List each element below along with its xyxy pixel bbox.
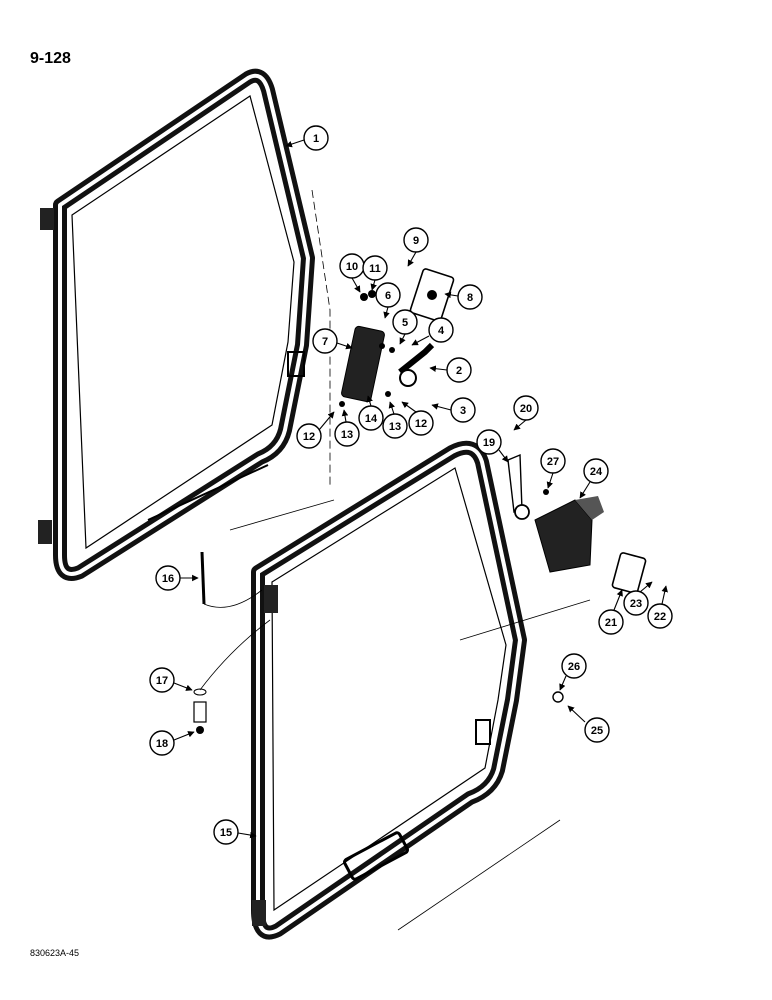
latch-assembly: [229, 189, 455, 531]
callout-20: 20: [513, 395, 539, 431]
callout-11: 11: [362, 255, 388, 291]
callout-16: 16: [155, 565, 199, 591]
callout-3: 3: [431, 397, 476, 423]
svg-text:21: 21: [605, 617, 617, 629]
callout-23: 23: [623, 581, 653, 616]
lower-door-frame: [251, 440, 527, 940]
svg-text:26: 26: [568, 661, 580, 673]
hinge-pin-assembly: [193, 551, 271, 734]
callout-1: 1: [285, 125, 329, 151]
svg-text:24: 24: [590, 466, 603, 478]
callout-15: 15: [213, 819, 257, 845]
callout-13-right: 13: [382, 401, 408, 439]
callout-27: 27: [540, 448, 566, 489]
callout-25: 25: [567, 705, 610, 743]
svg-text:27: 27: [547, 456, 559, 468]
svg-text:18: 18: [156, 738, 168, 750]
callout-5: 5: [392, 309, 418, 345]
svg-text:12: 12: [415, 418, 427, 430]
svg-text:5: 5: [402, 317, 408, 329]
svg-text:19: 19: [483, 437, 495, 449]
callout-26: 26: [559, 653, 587, 691]
svg-text:1: 1: [313, 133, 319, 145]
svg-text:12: 12: [303, 431, 315, 443]
svg-text:7: 7: [322, 336, 328, 348]
callout-6: 6: [375, 282, 401, 319]
svg-text:3: 3: [460, 405, 466, 417]
svg-text:23: 23: [630, 598, 642, 610]
svg-text:13: 13: [389, 421, 401, 433]
callout-13-left: 13: [334, 409, 360, 447]
callout-21: 21: [598, 589, 624, 635]
svg-text:9: 9: [413, 235, 419, 247]
callout-14: 14: [358, 395, 384, 431]
page-number: 9-128: [30, 50, 71, 67]
svg-text:25: 25: [591, 725, 603, 737]
svg-text:4: 4: [438, 325, 445, 337]
callout-12-left: 12: [296, 411, 335, 449]
callout-9: 9: [403, 227, 429, 267]
hinge-lock-assembly: [397, 453, 647, 931]
svg-text:15: 15: [220, 827, 232, 839]
callout-18: 18: [149, 730, 195, 756]
callout-4: 4: [411, 317, 454, 346]
svg-text:20: 20: [520, 403, 532, 415]
callout-12-right: 12: [401, 401, 434, 436]
callout-10: 10: [339, 253, 365, 293]
callout-17: 17: [149, 667, 193, 693]
callout-24: 24: [579, 458, 609, 499]
upper-door-frame: [38, 68, 315, 581]
svg-text:16: 16: [162, 573, 174, 585]
svg-text:17: 17: [156, 675, 168, 687]
svg-text:6: 6: [385, 290, 391, 302]
callout-19: 19: [476, 429, 509, 463]
callout-2: 2: [429, 357, 472, 383]
svg-text:10: 10: [346, 261, 358, 273]
svg-text:11: 11: [369, 263, 381, 275]
svg-text:14: 14: [365, 413, 378, 425]
svg-text:22: 22: [654, 611, 666, 623]
callout-8: 8: [444, 284, 483, 310]
svg-text:13: 13: [341, 429, 353, 441]
callout-22: 22: [647, 585, 673, 629]
svg-text:2: 2: [456, 365, 462, 377]
figure-id: 830623A-45: [30, 948, 80, 958]
callout-7: 7: [312, 328, 353, 354]
svg-text:8: 8: [467, 292, 473, 304]
